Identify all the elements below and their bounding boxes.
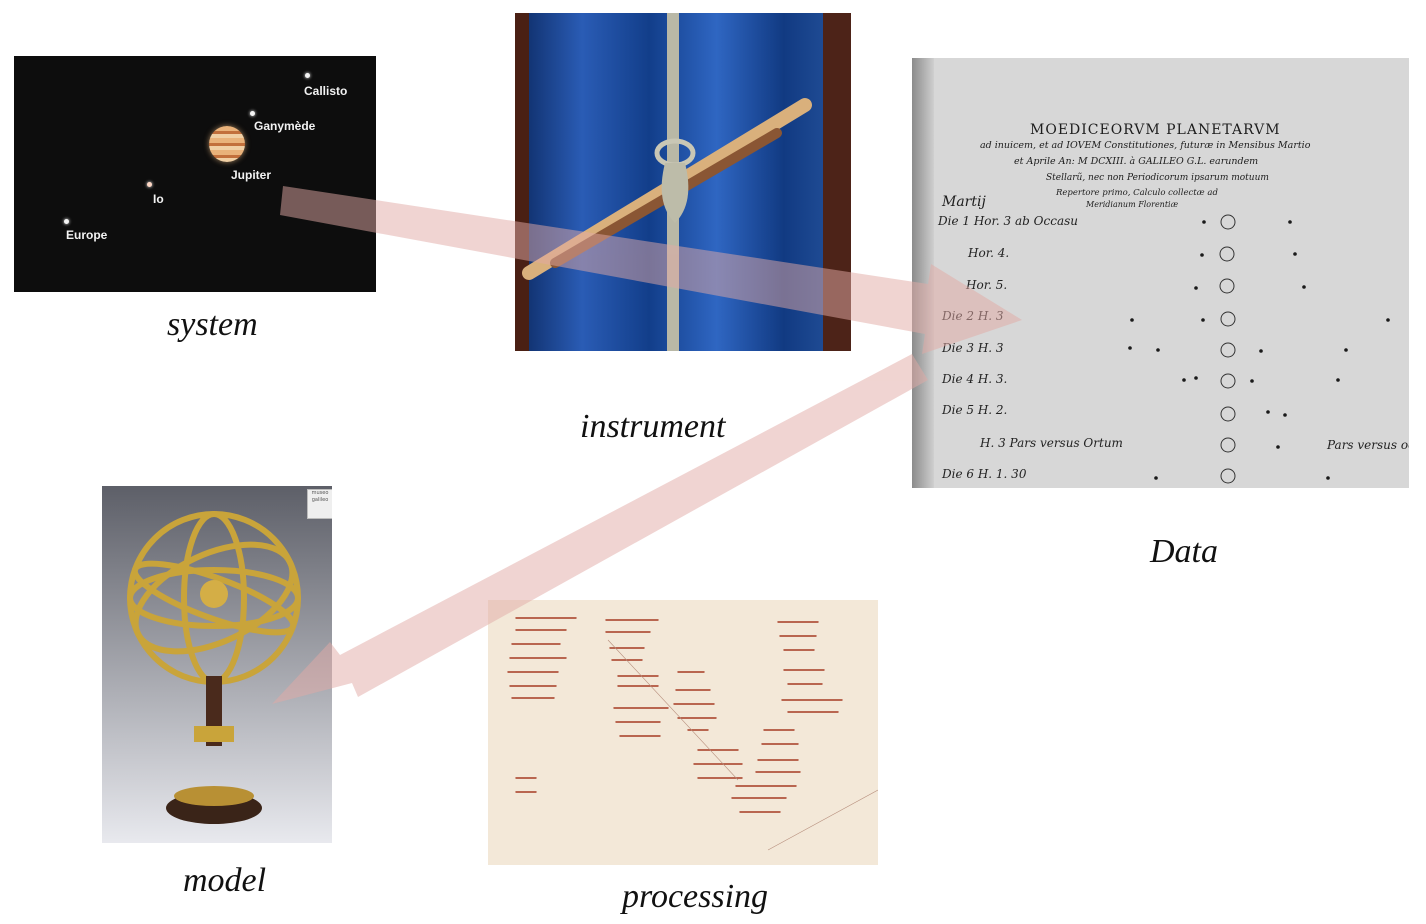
europe-dot: [64, 219, 69, 224]
caption-model: model: [183, 862, 267, 899]
data-image: MOEDICEORVM PLANETARVM ad inuicem, et ad…: [912, 58, 1409, 488]
ganymede-dot: [250, 111, 255, 116]
manuscript-line-4: Repertore primo, Calculo collectæ ad: [1056, 188, 1218, 198]
callisto-dot: [305, 73, 310, 78]
museum-badge: museo galileo: [307, 489, 332, 519]
moon-label-ganymede: Ganymède: [254, 119, 316, 133]
moon-label-callisto: Callisto: [304, 84, 348, 98]
io-dot: [147, 182, 152, 187]
moon-label-io: Io: [153, 192, 164, 206]
manuscript-title: MOEDICEORVM PLANETARVM: [1030, 122, 1281, 138]
caption-processing: processing: [622, 878, 769, 915]
calculation-scribbles: [488, 600, 878, 865]
observation-marks: [1128, 214, 1390, 484]
manuscript-line-5: Meridianum Florentiæ: [1086, 200, 1179, 209]
model-image: museo galileo: [102, 486, 332, 843]
caption-system: system: [167, 306, 258, 343]
caption-instrument: instrument: [580, 408, 726, 445]
caption-data: Data: [1150, 533, 1218, 570]
observation-row-label: Die 5 H. 2.: [942, 403, 1008, 417]
manuscript-line-3: Stellarũ, nec non Periodicorum ipsarum m…: [1046, 173, 1269, 183]
system-image: Callisto Ganymède Jupiter Io Europe: [14, 56, 376, 292]
manuscript-line-1: ad inuicem, et ad IOVEM Constitutiones, …: [980, 140, 1311, 151]
manuscript-line-2: et Aprile An: M DCXIII. à GALILEO G.L. e…: [1014, 156, 1259, 167]
moon-label-jupiter: Jupiter: [231, 168, 272, 182]
instrument-image: [515, 13, 851, 351]
processing-image: [488, 600, 878, 865]
observation-row-label: Die 4 H. 3.: [942, 372, 1008, 386]
armillary-sphere: [102, 486, 332, 843]
observation-row-note: Pars versus oc: [1327, 438, 1409, 452]
telescope-illustration: [515, 13, 851, 351]
observation-row-label: H. 3 Pars versus Ortum: [980, 436, 1123, 450]
observation-row-label: Die 6 H. 1. 30: [942, 467, 1027, 481]
jupiter-planet: [209, 126, 245, 162]
moon-label-europe: Europe: [66, 228, 108, 242]
